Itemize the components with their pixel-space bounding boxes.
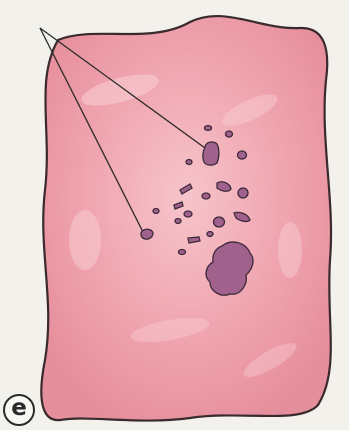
granule <box>214 217 225 227</box>
particle-lower-left <box>141 229 153 239</box>
granule <box>238 188 248 198</box>
granule <box>153 209 159 214</box>
granule <box>186 160 192 165</box>
granule <box>175 219 181 224</box>
granule <box>205 126 212 131</box>
panel-label: e <box>11 397 27 420</box>
granule <box>184 211 192 217</box>
granule <box>202 193 210 199</box>
granule <box>179 250 186 255</box>
granule <box>238 151 247 159</box>
particle-upper <box>203 142 219 165</box>
granule <box>207 232 213 237</box>
granule <box>226 131 233 137</box>
panel-label-badge: e <box>3 394 35 426</box>
